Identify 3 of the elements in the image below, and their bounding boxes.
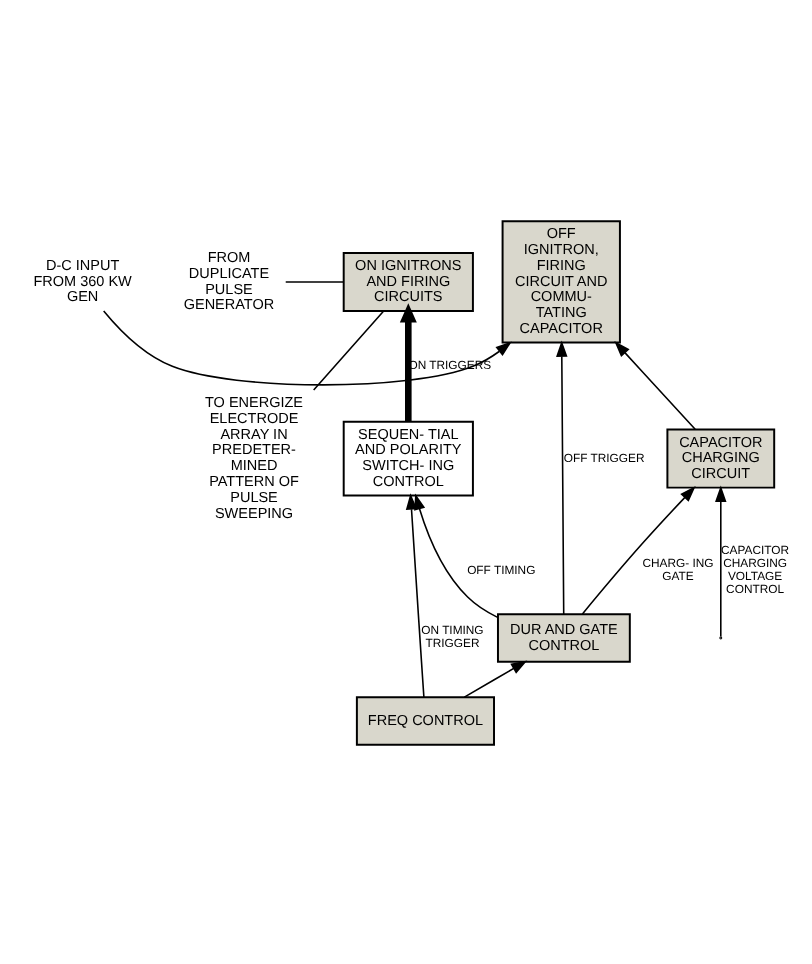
- node-text: TO ENERGIZE ELECTRODE ARRAY IN PREDETER- MINED PATTERN OF PULSE SWEEPING: [205, 391, 304, 521]
- node-text: D-C INPUT FROM 360 KW GEN: [33, 254, 132, 305]
- node-text: FROM DUPLICATE PULSE GENERATOR: [183, 246, 275, 313]
